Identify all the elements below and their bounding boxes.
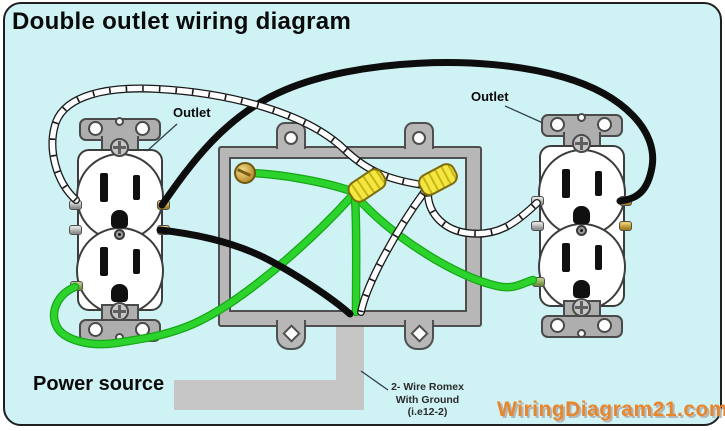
right-outlet xyxy=(531,112,632,342)
power-cable-vertical xyxy=(336,321,364,382)
neutral-slot xyxy=(100,247,108,276)
phillips-screw-icon xyxy=(572,134,591,153)
ground-wire-power xyxy=(352,196,360,315)
left-outlet-leader-line xyxy=(146,123,178,152)
cable-note-line2: With Ground xyxy=(395,393,460,406)
power-cable-horizontal xyxy=(174,380,364,410)
left-outlet-label: Outlet xyxy=(173,105,211,120)
hot-slot xyxy=(595,171,602,196)
right-outlet-label: Outlet xyxy=(471,89,509,104)
strap-hole xyxy=(577,113,586,122)
power-source-label: Power source xyxy=(33,373,165,395)
hot-slot xyxy=(133,249,140,274)
ground-pigtail-to-screw xyxy=(247,170,354,194)
ground-hole xyxy=(111,210,128,228)
hot-wires xyxy=(156,59,657,318)
hot-wire-power-to-left-outlet xyxy=(156,226,354,318)
hot-slot xyxy=(595,245,602,270)
hot-wire-left-to-right-outlet xyxy=(158,59,657,209)
neutral-terminal-screw xyxy=(531,221,544,231)
ground-wires xyxy=(49,168,538,349)
strap-hole xyxy=(135,121,150,136)
page-title: Double outlet wiring diagram xyxy=(12,8,352,35)
ground-screw xyxy=(234,162,256,184)
neutral-wire-left-outlet-to-nut xyxy=(48,84,427,204)
cable-note: 2- Wire Romex With Ground (i.e12-2) xyxy=(365,381,490,419)
neutral-slot xyxy=(562,169,570,198)
screw-hole xyxy=(284,131,298,145)
mounting-tab xyxy=(404,320,434,350)
hot-slot xyxy=(133,175,140,200)
neutral-wires xyxy=(48,84,541,316)
strap-hole xyxy=(597,117,612,132)
leader-lines xyxy=(146,105,544,391)
ground-wire-right-outlet-edge xyxy=(351,191,538,292)
ground-wire-left-outlet xyxy=(51,194,354,348)
romex-leader-line xyxy=(360,370,389,391)
cable-note-line1: 2- Wire Romex xyxy=(391,381,464,393)
ground-hole xyxy=(573,280,590,298)
ground-wire-right-outlet xyxy=(353,193,536,291)
cable-note-line3: (i.e12-2) xyxy=(407,406,448,418)
right-outlet-leader-line xyxy=(504,105,544,124)
hot-terminal-screw xyxy=(619,221,632,231)
watermark: WiringDiagram21.com xyxy=(497,398,725,421)
strap-hole xyxy=(577,329,586,338)
center-screw xyxy=(114,229,125,240)
ground-hole xyxy=(573,206,590,224)
strap-hole xyxy=(550,318,565,333)
center-screw xyxy=(576,225,587,236)
strap-hole xyxy=(88,322,103,337)
mounting-tab xyxy=(276,320,306,350)
phillips-screw-icon xyxy=(110,138,129,157)
strap-hole xyxy=(597,318,612,333)
neutral-terminal-screw xyxy=(69,225,82,235)
neutral-wire-nut-to-right-outlet xyxy=(424,191,541,238)
strap-hole xyxy=(88,121,103,136)
strap-hole xyxy=(550,117,565,132)
screw-hole xyxy=(412,131,426,145)
ground-hole xyxy=(111,284,128,302)
neutral-wire-power-to-nut xyxy=(357,187,429,316)
neutral-slot xyxy=(562,243,570,272)
neutral-slot xyxy=(100,173,108,202)
mounting-tab xyxy=(404,122,434,149)
mounting-tab xyxy=(276,122,306,149)
strap-hole xyxy=(115,117,124,126)
